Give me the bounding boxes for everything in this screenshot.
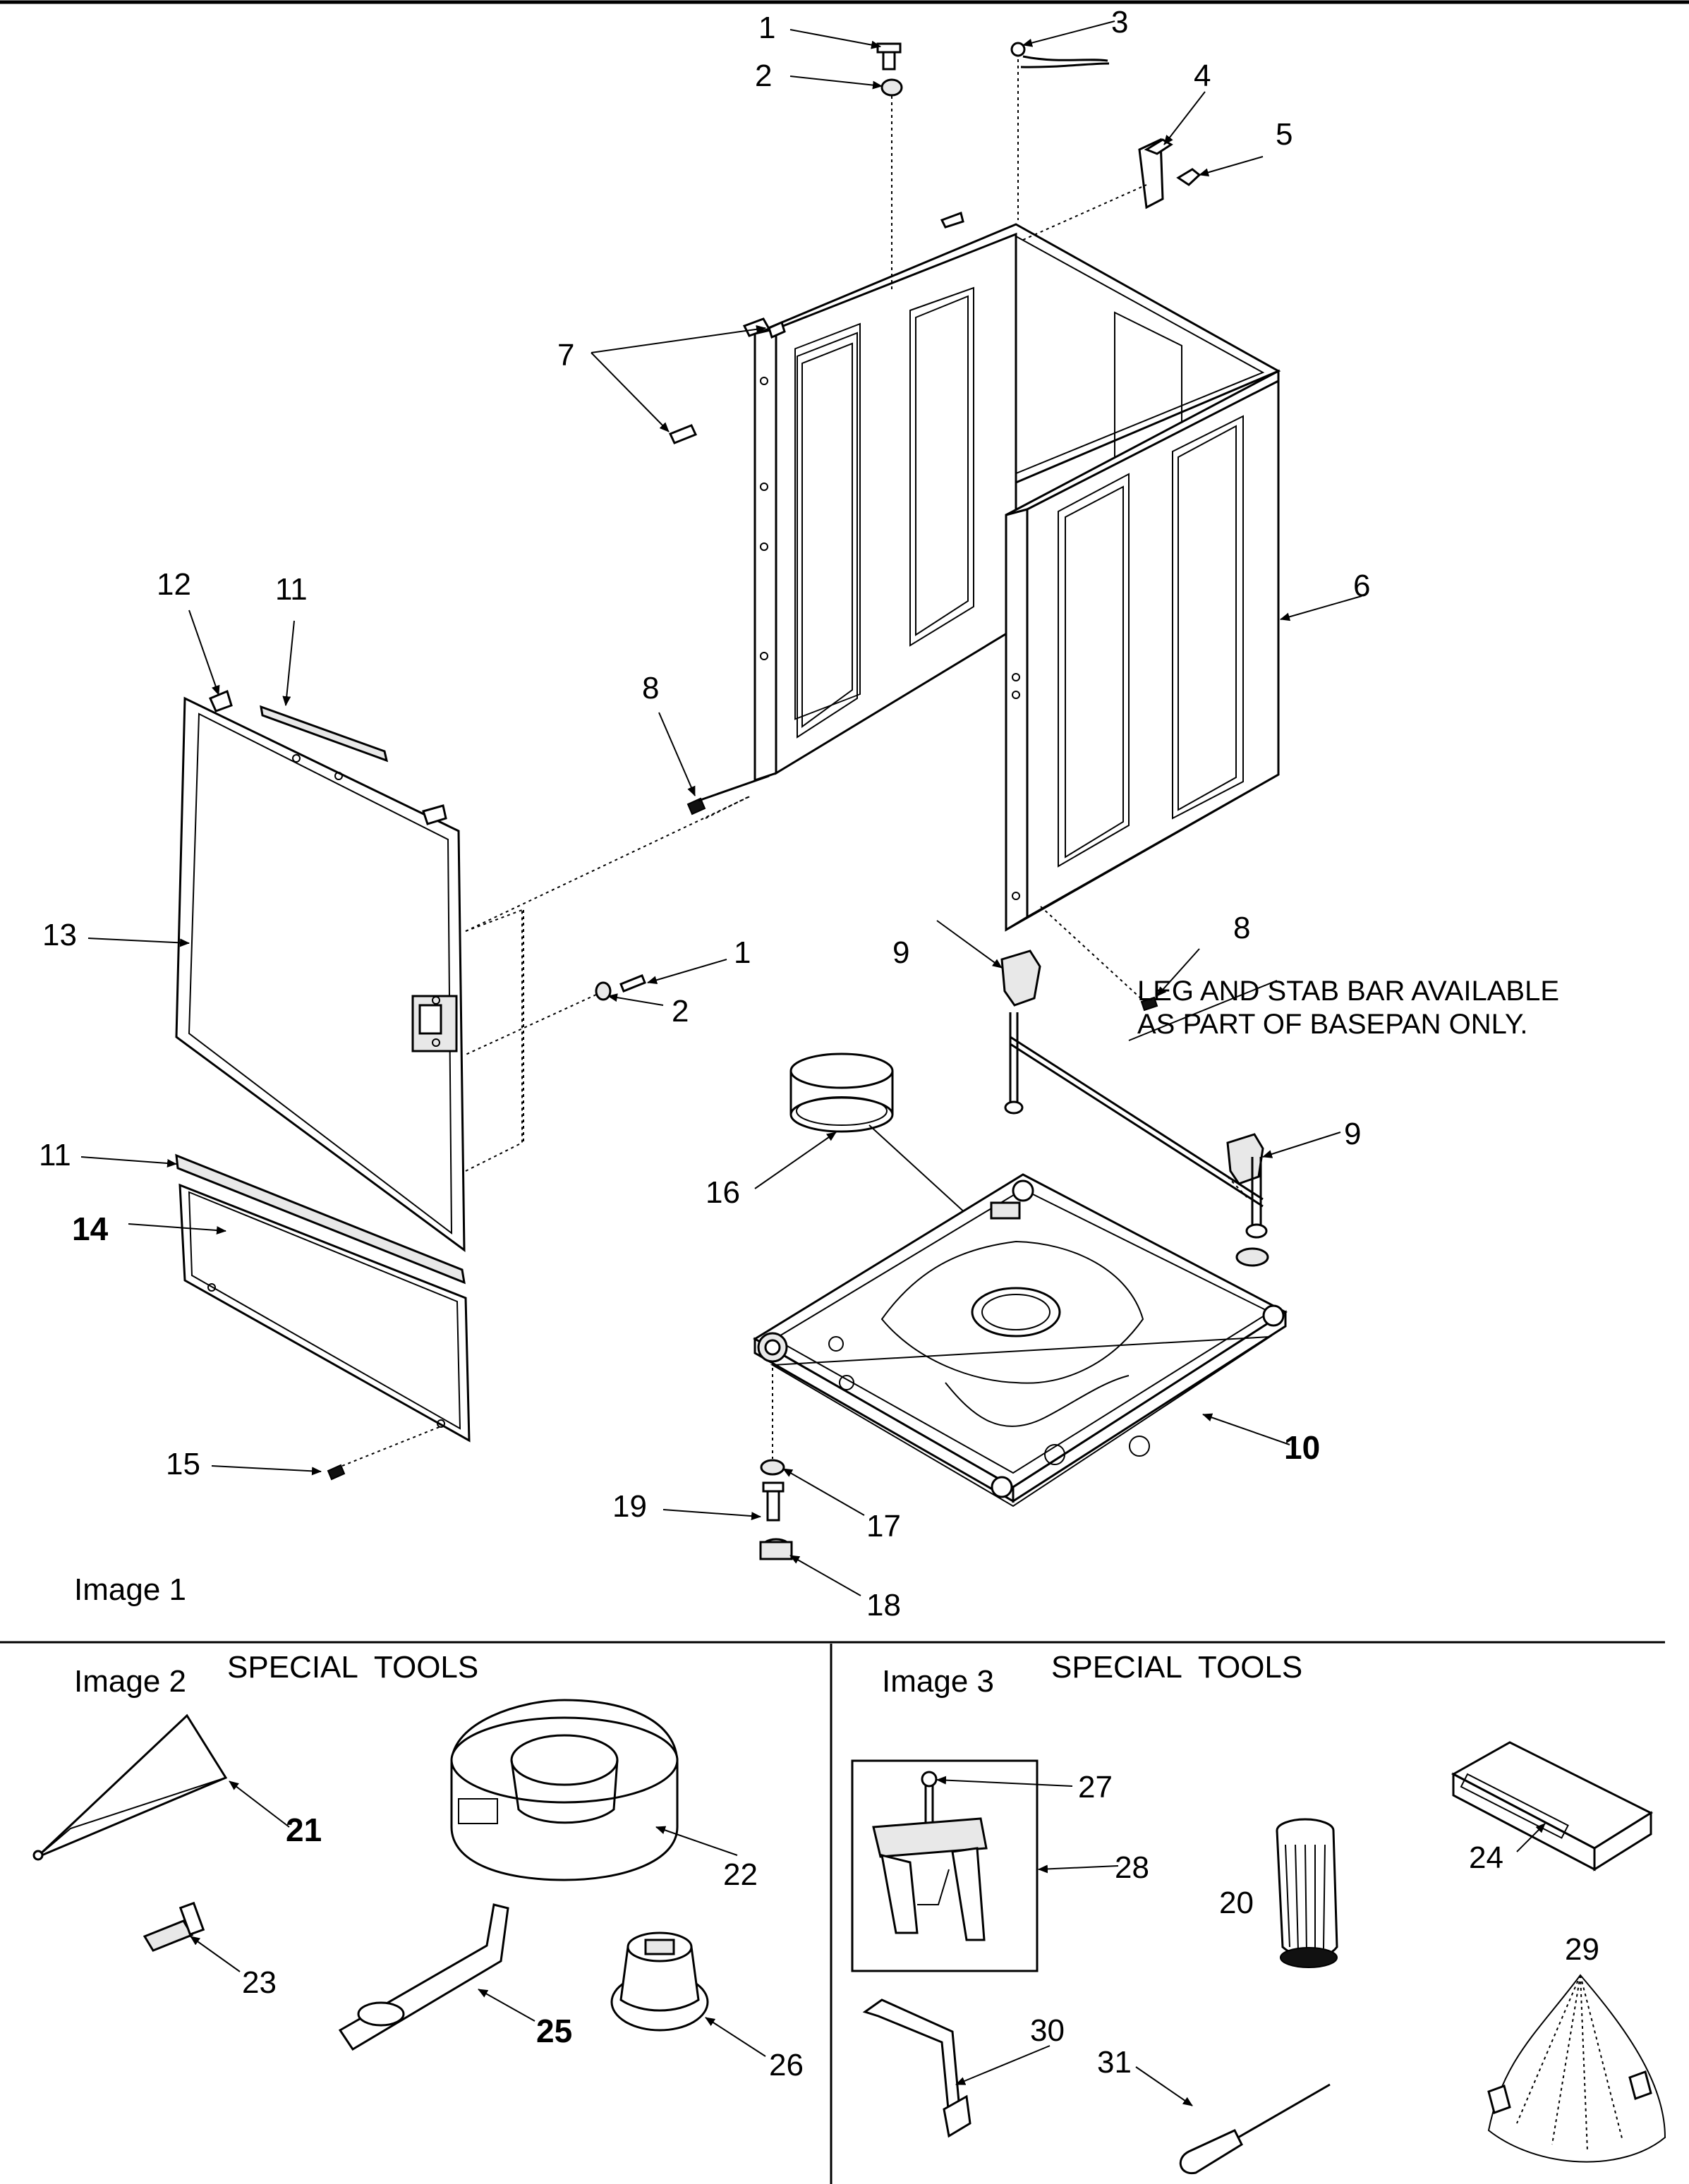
callout-9b: 9 xyxy=(1344,1117,1361,1151)
clips-9 xyxy=(1000,950,1264,1200)
callout-19: 19 xyxy=(612,1489,647,1524)
callout-14: 14 xyxy=(72,1211,109,1247)
leader-lines xyxy=(80,20,1546,2106)
callout-2b: 2 xyxy=(672,994,689,1029)
callout-11a: 11 xyxy=(275,572,308,607)
callout-12: 12 xyxy=(157,567,191,602)
callout-20: 20 xyxy=(1219,1886,1254,1920)
callout-28: 28 xyxy=(1115,1850,1149,1885)
image1-caption: Image 1 xyxy=(74,1572,186,1607)
basepan-note-line2: AS PART OF BASEPAN ONLY. xyxy=(1137,1009,1528,1040)
callout-29: 29 xyxy=(1565,1932,1599,1967)
callout-24: 24 xyxy=(1469,1840,1503,1875)
callout-23: 23 xyxy=(242,1965,277,2000)
callout-9a: 9 xyxy=(892,935,909,970)
callout-6: 6 xyxy=(1353,569,1370,603)
callout-1a: 1 xyxy=(758,11,775,45)
callout-30: 30 xyxy=(1030,2013,1065,2048)
special-tools-right-heading: SPECIAL TOOLS xyxy=(1051,1650,1302,1685)
callout-2a: 2 xyxy=(755,59,772,93)
callout-5: 5 xyxy=(1276,117,1293,152)
image2-caption: Image 2 xyxy=(74,1664,186,1699)
callout-4: 4 xyxy=(1194,59,1211,93)
cabinet-assembly xyxy=(752,223,1281,932)
special-tools-right xyxy=(851,1741,1666,2175)
front-panel xyxy=(175,689,752,1285)
captions: Image 1 Image 2 SPECIAL TOOLS Image 3 SP… xyxy=(74,976,1559,1699)
callout-1b: 1 xyxy=(734,935,751,970)
callout-25: 25 xyxy=(536,2013,572,2049)
leveling-leg xyxy=(759,1361,793,1560)
callout-31: 31 xyxy=(1097,2045,1132,2080)
special-tools-left-heading: SPECIAL TOOLS xyxy=(227,1650,478,1685)
callout-26: 26 xyxy=(769,2048,804,2082)
callout-21: 21 xyxy=(286,1812,322,1848)
callout-8b: 8 xyxy=(1233,911,1250,945)
callout-17: 17 xyxy=(866,1509,901,1543)
callout-22: 22 xyxy=(723,1857,758,1892)
callout-27: 27 xyxy=(1078,1770,1113,1804)
image3-caption: Image 3 xyxy=(882,1664,994,1699)
special-tools-left xyxy=(32,1699,709,2051)
lower-panel xyxy=(178,1183,471,1481)
screws-8 xyxy=(686,775,1158,1012)
callout-11b: 11 xyxy=(39,1138,71,1172)
callout-13: 13 xyxy=(42,918,77,952)
top-hardware xyxy=(668,42,1201,444)
basepan-note-line1: LEG AND STAB BAR AVAILABLE xyxy=(1137,976,1559,1007)
callout-labels: 1 2 3 4 5 6 7 8 8 12 11 13 1 2 9 9 11 16… xyxy=(39,5,1599,2082)
callout-7: 7 xyxy=(557,338,574,372)
basepan xyxy=(753,1173,1288,1507)
callout-10: 10 xyxy=(1284,1429,1320,1466)
stab-bar xyxy=(1004,1012,1269,1267)
callout-16: 16 xyxy=(706,1175,740,1210)
callout-3: 3 xyxy=(1111,5,1128,40)
callout-15: 15 xyxy=(166,1447,200,1481)
callout-18: 18 xyxy=(866,1588,901,1622)
callout-8a: 8 xyxy=(642,671,659,705)
